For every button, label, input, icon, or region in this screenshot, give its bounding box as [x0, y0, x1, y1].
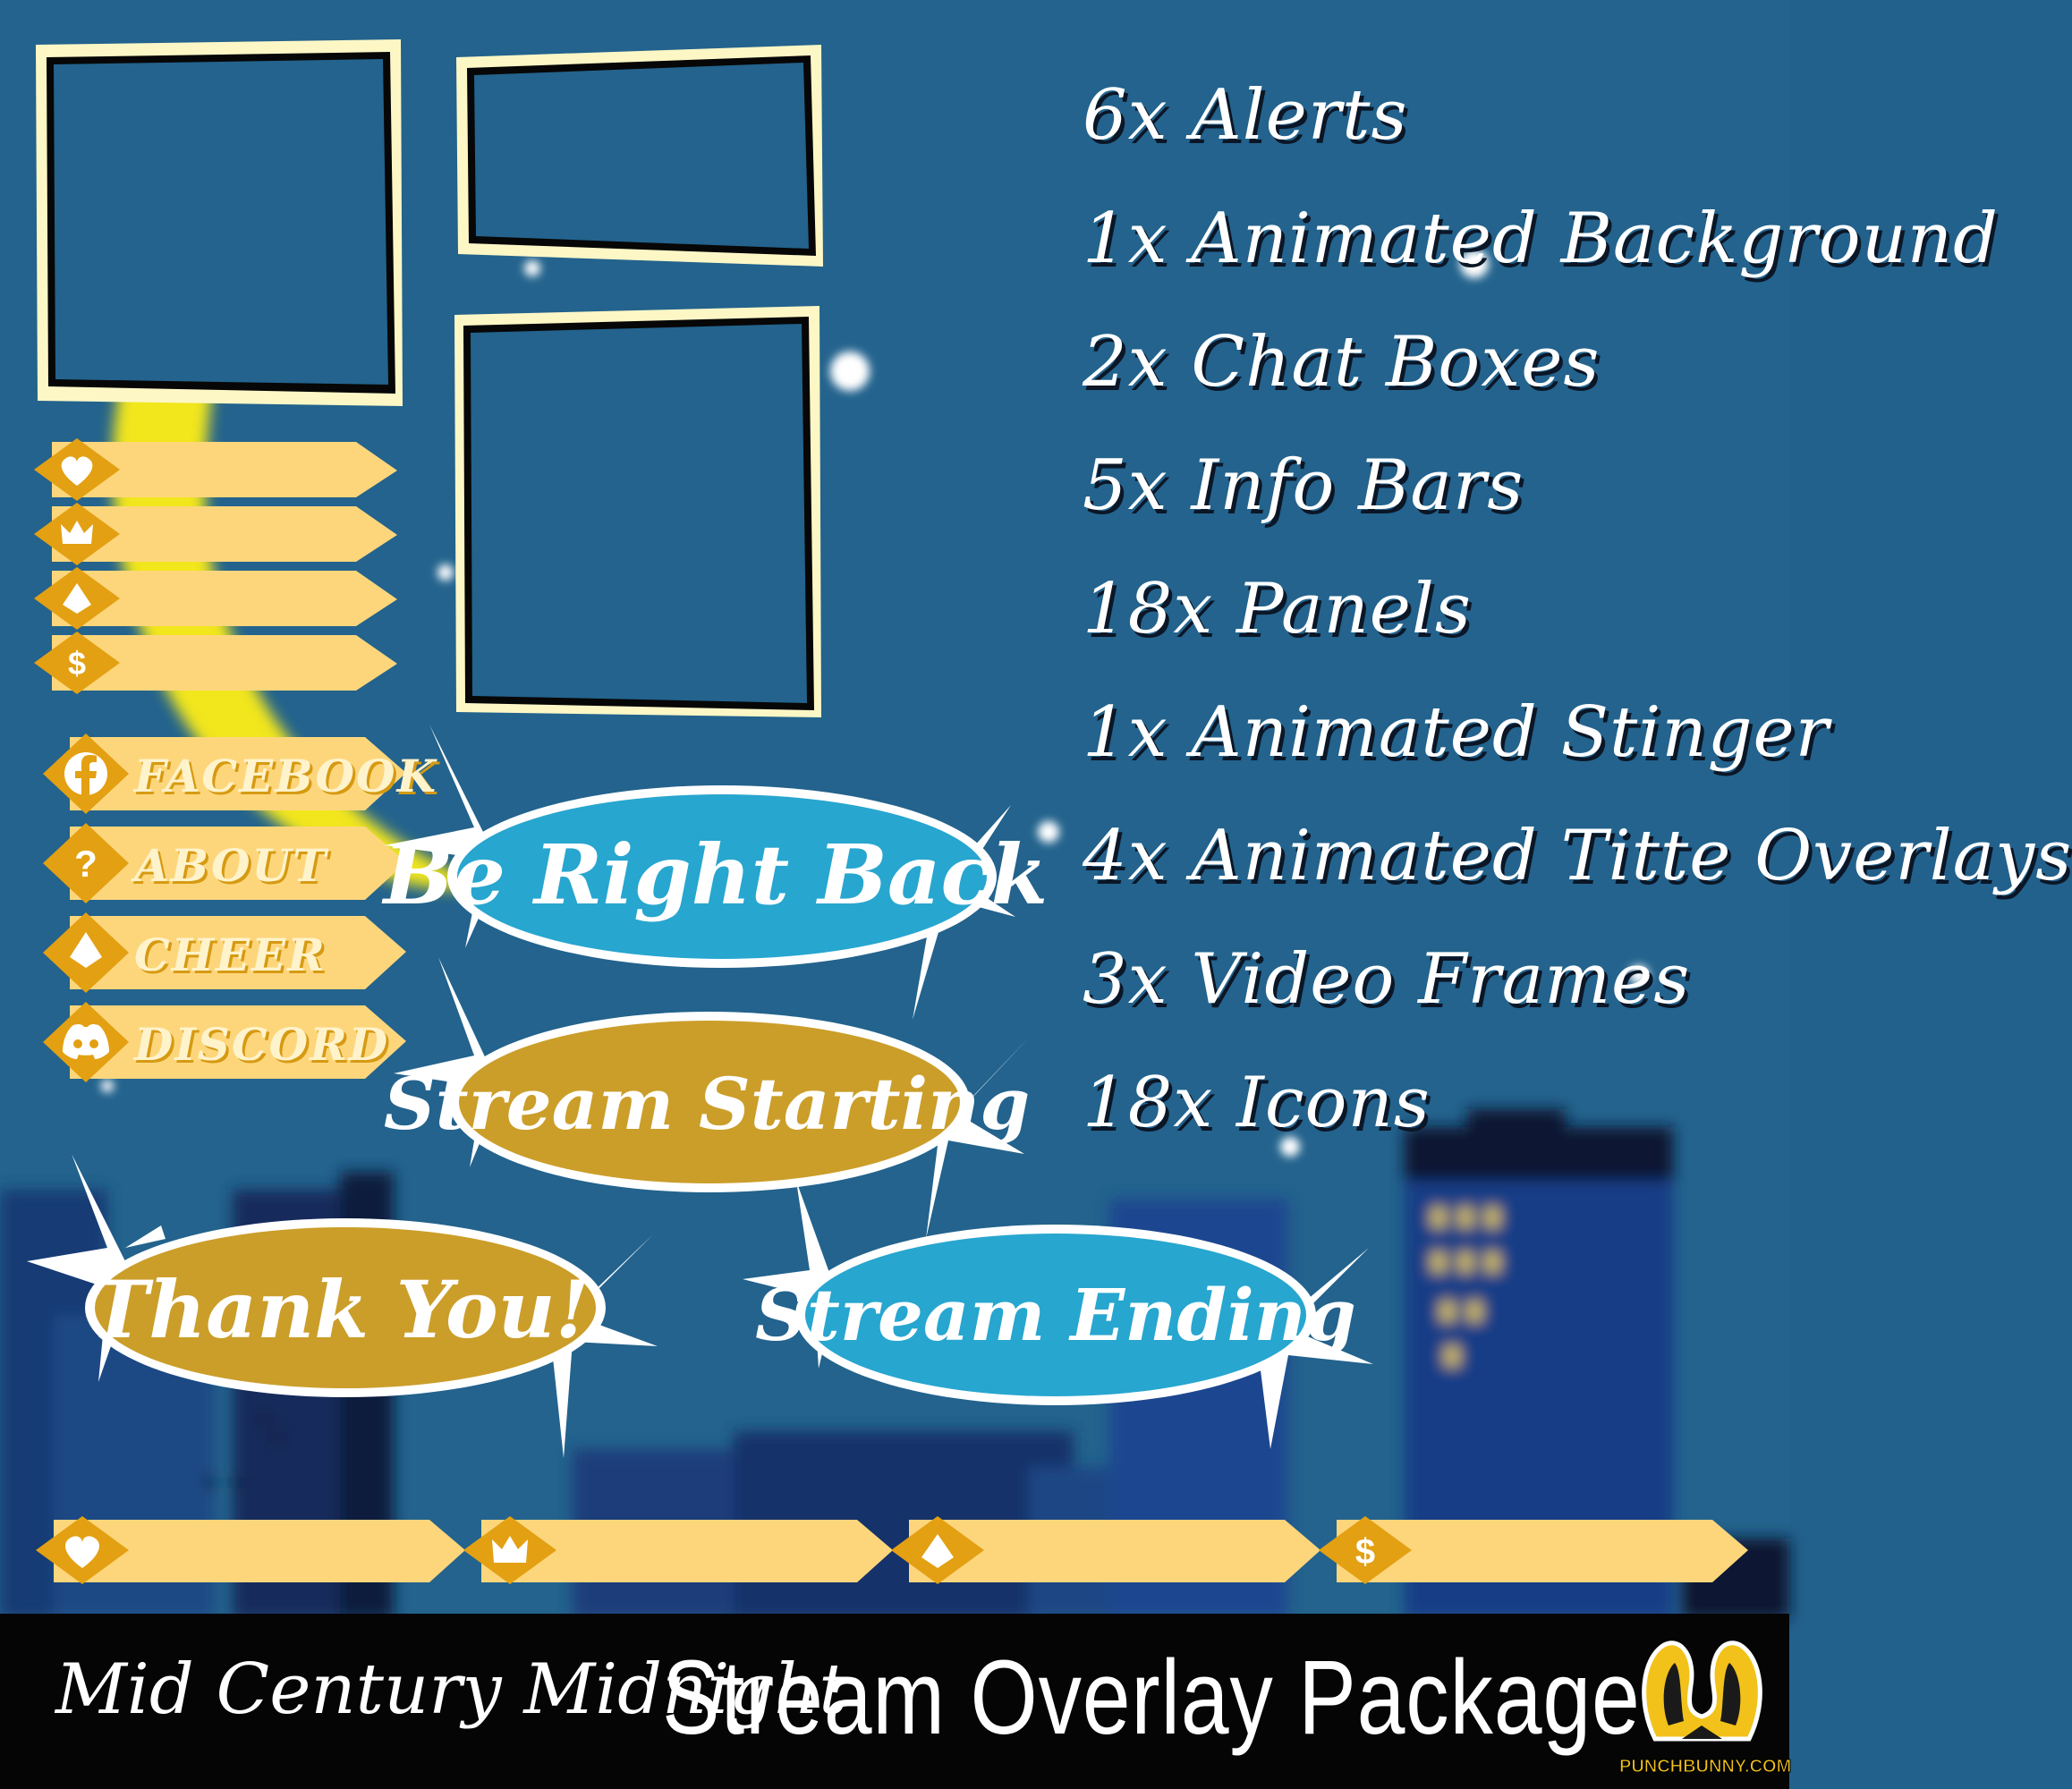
package-subtitle: Mid Century Midnight [55, 1649, 847, 1730]
bits-icon [70, 932, 102, 968]
question-icon: ? [74, 843, 98, 885]
bubble-be-right-back: Be Right Back [381, 725, 1049, 1020]
bubble-thank-you: Thank You! [27, 1154, 658, 1458]
bits-icon [63, 583, 91, 614]
crown-icon [492, 1536, 528, 1563]
info-bar-crown [34, 503, 397, 565]
info-bar-dollar: $ [34, 632, 397, 694]
feature-item: 1x Animated Stinger [1083, 692, 1830, 773]
video-frame-square [454, 306, 821, 717]
bubble-text-brb: Be Right Back [381, 827, 1049, 923]
panel-discord [43, 1002, 406, 1082]
feature-item: 1x Animated Background [1083, 199, 1999, 279]
feature-item: 2x Chat Boxes [1083, 322, 1601, 403]
package-title: Stream Overlay Package [662, 1639, 1641, 1757]
bubble-stream-starting: Stream Starting [384, 957, 1030, 1239]
footer-banner: Mid Century Midnight Stream Overlay Pack… [0, 1614, 1792, 1789]
bubble-text-starting: Stream Starting [384, 1062, 1030, 1146]
panel-label-about: ABOUT [134, 839, 328, 892]
video-frame-wide [456, 45, 823, 267]
dollar-icon: $ [68, 645, 86, 682]
wide-bar-cheer [891, 1516, 1320, 1584]
feature-item: 3x Video Frames [1083, 939, 1691, 1020]
wide-bar-crown [463, 1516, 893, 1584]
bubble-text-thanks: Thank You! [90, 1263, 590, 1356]
logo-text: PUNCHBUNNY.COM [1619, 1757, 1792, 1777]
feature-list: 6x Alerts 1x Animated Background 2x Chat… [1083, 54, 2072, 1165]
heart-icon [64, 1536, 100, 1568]
panel-label-cheer: CHEER [134, 928, 327, 981]
discord-icon [63, 1023, 109, 1059]
panel-label-discord: DISCORD [134, 1018, 390, 1071]
feature-item: 6x Alerts [1083, 75, 1408, 156]
heart-icon [61, 456, 93, 486]
dollar-icon: $ [1355, 1532, 1375, 1572]
wide-bar-dollar: $ [1319, 1516, 1748, 1584]
punchbunny-logo: PUNCHBUNNY.COM [1619, 1632, 1792, 1782]
panel-about: ? [43, 823, 406, 903]
feature-item: 18x Panels [1083, 569, 1472, 649]
bits-icon [921, 1534, 954, 1568]
stars [101, 250, 1649, 1157]
panel-facebook [43, 733, 406, 814]
panels: ? [43, 733, 406, 1082]
panel-label-facebook: FACEBOOK [134, 750, 438, 802]
crown-icon [61, 521, 93, 544]
feature-item: 4x Animated Titte Overlays [1083, 816, 2072, 896]
panel-cheer [43, 912, 406, 993]
info-bars-small: $ [34, 438, 397, 694]
wide-bar-heart [36, 1516, 465, 1584]
feature-item: 18x Icons [1083, 1063, 1431, 1143]
feature-item: 5x Info Bars [1083, 445, 1524, 526]
video-frame-large [36, 39, 403, 406]
bubble-stream-ending: Stream Ending [743, 1181, 1373, 1449]
info-bar-cheer [34, 567, 397, 630]
overlay-package-preview: $ ? FACEBOOK ABOUT CHEER DISCORD [0, 39, 2072, 1789]
bunny-icon [1642, 1641, 1762, 1742]
title-overlays: Be Right Back Stream Starting Thank You!… [27, 725, 1373, 1458]
info-bar-heart [34, 438, 397, 501]
bubble-text-ending: Stream Ending [755, 1273, 1356, 1357]
info-bars-wide: $ [36, 1516, 1748, 1584]
